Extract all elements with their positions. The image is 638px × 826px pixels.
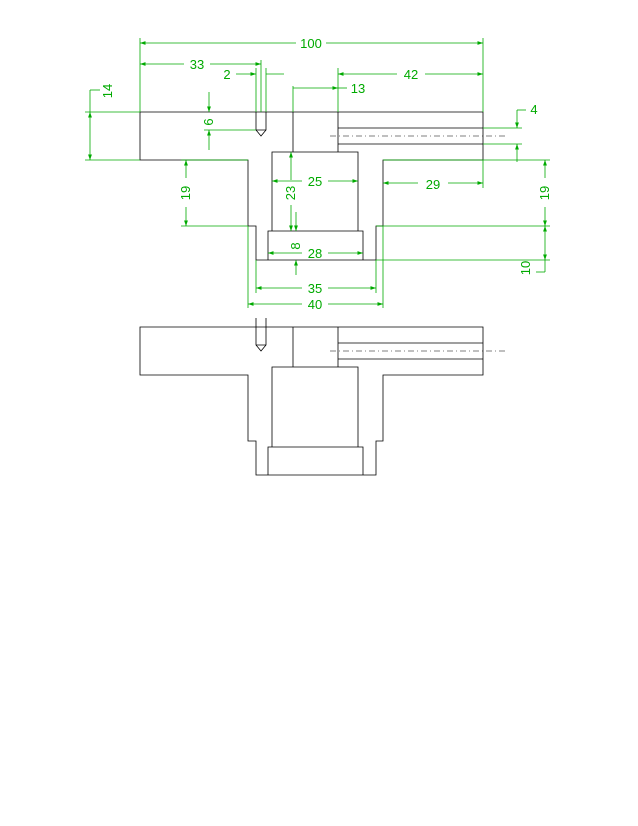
top-view-center-bore xyxy=(267,112,364,260)
dimension-text: 2 xyxy=(223,67,230,82)
dimension-text: 29 xyxy=(426,177,440,192)
dimension-33: 33 xyxy=(140,57,262,112)
dimension-text: 33 xyxy=(190,57,204,72)
dimension-text: 4 xyxy=(530,102,537,117)
dimension-text: 42 xyxy=(404,67,418,82)
dimension-23: 23 xyxy=(283,152,298,231)
dimension-8: 8 xyxy=(288,212,303,275)
dimensions: 100 33 2 42 13 xyxy=(85,36,552,312)
dimension-10: 10 xyxy=(376,226,550,275)
dimension-100: 100 xyxy=(139,36,484,112)
dimension-4: 4 xyxy=(483,102,538,162)
dimension-2: 2 xyxy=(223,67,284,112)
dimension-text: 6 xyxy=(201,118,216,125)
bottom-view-side-hole xyxy=(337,327,483,367)
bottom-view xyxy=(139,318,508,476)
dimension-13: 13 xyxy=(292,81,365,112)
top-view xyxy=(139,111,508,261)
dimension-text: 100 xyxy=(300,36,322,51)
dimension-text: 23 xyxy=(283,186,298,200)
dimension-40: 40 xyxy=(247,226,384,312)
dimension-text: 14 xyxy=(100,84,115,98)
dimension-28: 28 xyxy=(268,246,363,261)
dimension-29: 29 xyxy=(383,160,484,192)
dimension-text: 19 xyxy=(537,186,552,200)
dimension-6: 6 xyxy=(201,92,256,150)
dimension-text: 25 xyxy=(308,174,322,189)
dimension-text: 40 xyxy=(308,297,322,312)
dimension-42: 42 xyxy=(337,67,483,112)
dimension-19-right: 19 xyxy=(376,159,552,227)
dimension-35: 35 xyxy=(255,260,377,296)
dimension-25: 25 xyxy=(272,174,358,189)
dimension-text: 35 xyxy=(308,281,322,296)
bottom-view-outline xyxy=(139,326,484,476)
top-view-pin-hole xyxy=(255,112,267,137)
dimension-text: 28 xyxy=(308,246,322,261)
dimension-text: 19 xyxy=(178,186,193,200)
top-view-side-hole xyxy=(337,112,483,152)
dimension-text: 13 xyxy=(351,81,365,96)
dimension-text: 10 xyxy=(518,261,533,275)
dimension-19-left: 19 xyxy=(178,159,248,227)
bottom-view-pin-hole xyxy=(255,318,267,352)
bottom-view-center-bore xyxy=(267,327,364,475)
dimension-text: 8 xyxy=(288,242,303,249)
dimension-14: 14 xyxy=(85,84,140,161)
